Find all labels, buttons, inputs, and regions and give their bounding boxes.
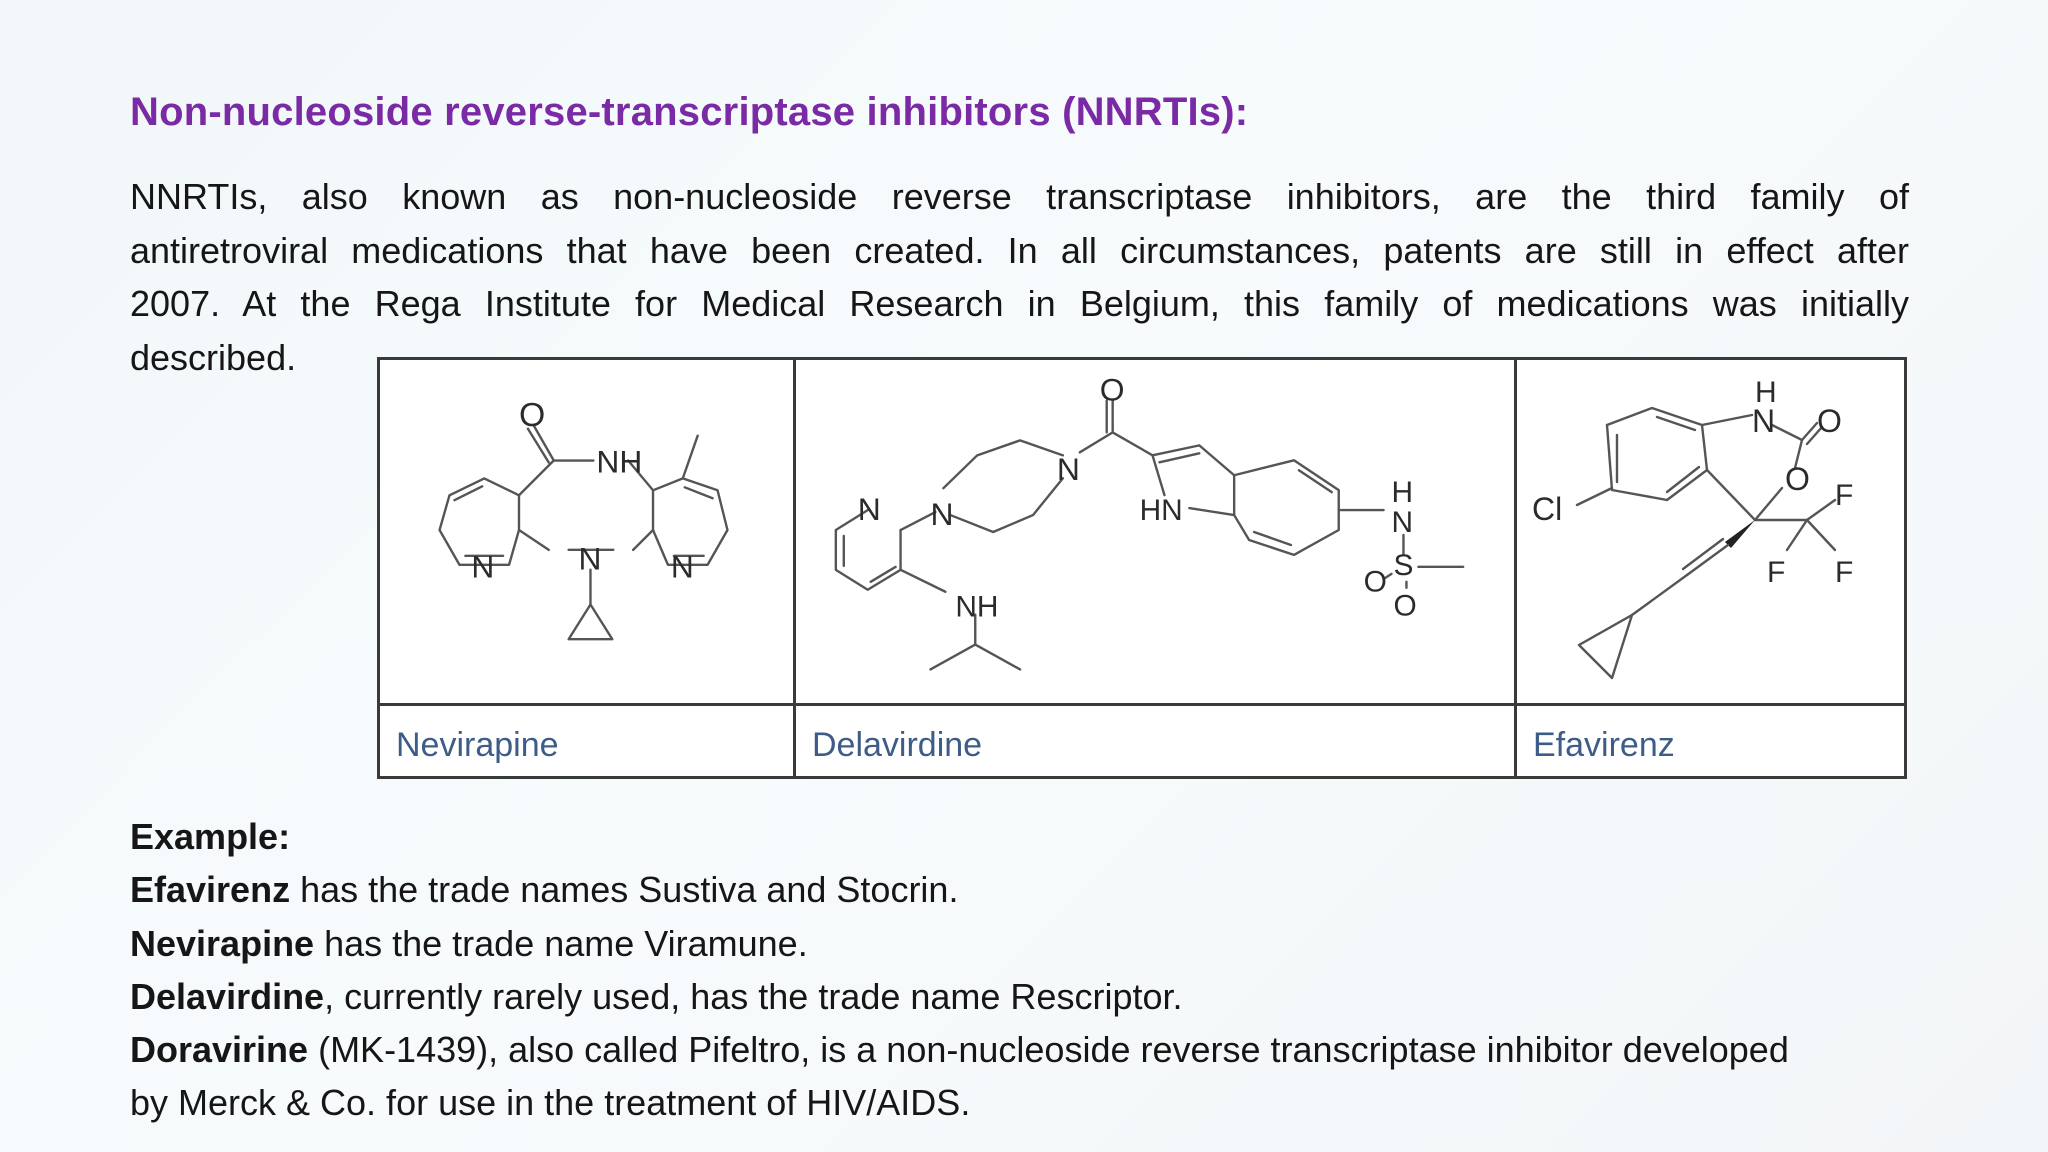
atom-label: N <box>930 496 953 532</box>
atom-label: O <box>1785 461 1810 497</box>
example-item: Doravirine (MK-1439), also called Pifelt… <box>130 1023 1920 1076</box>
atom-label: N <box>671 549 694 585</box>
atom-label: N <box>1392 506 1414 539</box>
atom-label: N <box>579 541 602 577</box>
delavirdine-diagram: O N N N HN NH H N O S O <box>834 372 1465 671</box>
drug-description: has the trade name Viramune. <box>314 922 808 964</box>
drug-name: Nevirapine <box>130 922 315 964</box>
drug-name: Delavirdine <box>130 975 325 1017</box>
caption-delavirdine: Delavirdine <box>796 706 1517 779</box>
caption-efavirenz: Efavirenz <box>1533 726 1675 764</box>
atom-label: H <box>1392 476 1414 509</box>
atom-label: N <box>858 491 881 527</box>
examples-section: Example: Efavirenz has the trade names S… <box>130 810 1920 1130</box>
atom-label: Cl <box>1532 491 1562 527</box>
intro-line: 2007. At the Rega Institute for Medical … <box>130 283 1909 324</box>
efavirenz-structure: H N O O Cl F F F <box>1517 360 1904 703</box>
intro-line: antiretroviral medications that have bee… <box>130 229 1909 271</box>
atom-label: HN <box>1140 494 1183 527</box>
atom-label: O <box>1817 403 1842 439</box>
delavirdine-structure: O N N N HN NH H N O S O <box>796 360 1517 703</box>
nevirapine-structure: O NH N N N <box>380 360 796 703</box>
example-item: Delavirdine, currently rarely used, has … <box>130 970 1920 1023</box>
atom-label: F <box>1835 556 1853 589</box>
drug-description: , currently rarely used, has the trade n… <box>324 975 1183 1017</box>
atom-label: O <box>1364 566 1387 599</box>
drug-description: has the trade names Sustiva and Stocrin. <box>290 869 959 911</box>
intro-paragraph: NNRTIs, also known as non-nucleoside rev… <box>130 170 1909 384</box>
atom-label: O <box>1100 372 1125 408</box>
drug-name: Efavirenz <box>130 869 291 911</box>
example-item-continuation: by Merck & Co. for use in the treatment … <box>130 1082 971 1124</box>
intro-line: described. <box>130 336 297 378</box>
atom-label: N <box>1752 403 1775 439</box>
atom-label: N <box>1057 451 1080 487</box>
atom-label: H <box>1755 376 1777 409</box>
atom-label: F <box>1835 479 1853 512</box>
drug-name: Doravirine <box>130 1029 309 1071</box>
nevirapine-diagram: O NH N N N <box>438 396 729 641</box>
examples-heading: Example: <box>130 816 291 857</box>
drug-description: (MK-1439), also called Pifeltro, is a no… <box>308 1029 1789 1071</box>
figure-caption-row: Nevirapine Delavirdine Efavirenz <box>380 703 1904 779</box>
example-item: Nevirapine has the trade name Viramune. <box>130 917 1920 970</box>
atom-label: NH <box>955 591 998 624</box>
atom-label: F <box>1767 556 1785 589</box>
atom-label: O <box>519 396 545 434</box>
efavirenz-diagram: H N O O Cl F F F <box>1532 376 1853 680</box>
nnrti-structures-figure: O NH N N N <box>377 357 1907 779</box>
caption-nevirapine: Nevirapine <box>380 706 796 779</box>
atom-label: N <box>471 549 494 585</box>
atom-label: NH <box>596 443 642 479</box>
slide-title: Non-nucleoside reverse-transcriptase inh… <box>130 90 1249 134</box>
atom-label: S <box>1394 549 1414 582</box>
example-item: Efavirenz has the trade names Sustiva an… <box>130 863 1920 916</box>
atom-label: O <box>1394 590 1417 623</box>
intro-line: NNRTIs, also known as non-nucleoside rev… <box>130 176 1909 217</box>
